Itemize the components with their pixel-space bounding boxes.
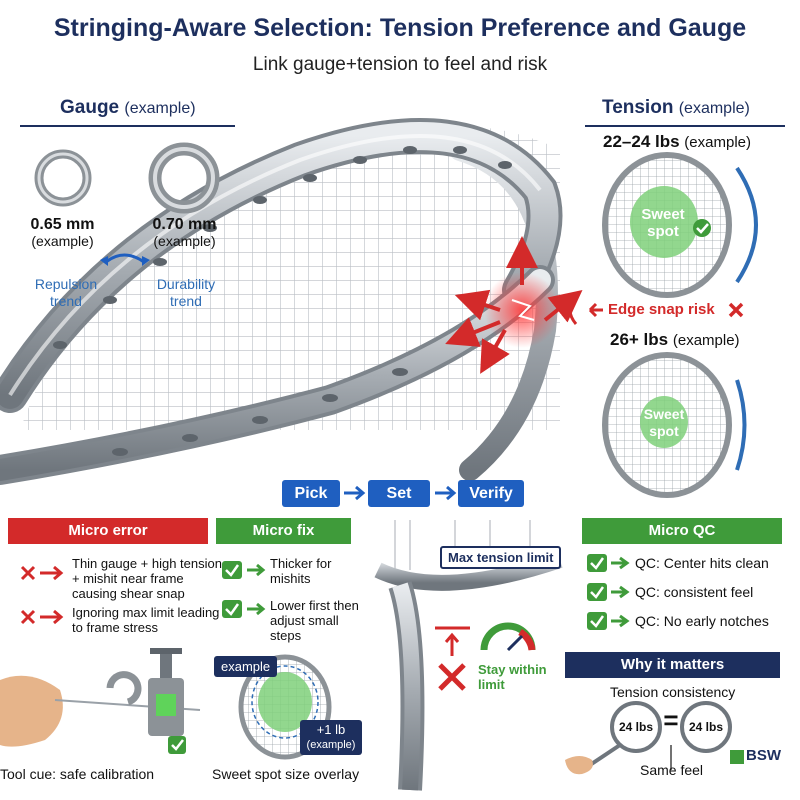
logo: BSW [746,747,781,764]
why-it-matters-heading: Why it matters [565,652,780,678]
tension-range-low-value: 22–24 lbs [603,132,680,151]
step-pick: Pick [282,480,340,507]
tension-range-low: 22–24 lbs (example) [603,132,751,152]
consistency-right-value: 24 lbs [688,720,724,734]
racket-head-high-tension [602,352,732,498]
thick-gauge-ring-icon [148,142,220,214]
micro-fix-item-1: Thicker for mishits [270,556,332,586]
step-verify: Verify [458,480,524,507]
thin-gauge-note: (example) [31,233,94,249]
micro-error-item-2: Ignoring max limit leading to frame stre… [72,605,220,635]
micro-fix-item-2: Lower first then adjust small steps [270,598,359,643]
qc-item-2: QC: consistent feel [635,584,754,600]
plus-one-lb-note: (example) [306,739,356,751]
durability-trend-label: Durability trend [156,276,216,309]
frame-grommets [53,146,512,349]
step-arrow-icon [435,485,457,501]
example-tag: example [214,656,278,677]
error-marker-icon [20,565,64,625]
tension-heading-text: Tension [602,97,674,118]
flex-curve-icon [735,166,758,284]
tension-heading-note: (example) [678,100,750,117]
tension-consistency-caption: Tension consistency [610,684,736,700]
tension-range-high-value: 26+ lbs [610,330,669,349]
plus-one-lb-value: +1 lb [316,722,346,737]
thin-gauge-value: 0.65 mm [30,216,95,233]
page-subtitle: Link gauge+tension to feel and risk [252,54,548,75]
racket-head-low-tension [602,152,732,298]
tension-gauge-icon [480,622,536,652]
tool-cue-caption: Tool cue: safe calibration [0,766,155,782]
tension-range-high: 26+ lbs (example) [610,330,740,350]
logo-mark-icon [730,750,744,764]
fix-check-icon [222,561,266,618]
micro-error-item-1: Thin gauge + high tension + mishit near … [72,556,222,601]
edge-snap-risk-label: Edge snap risk [608,301,715,318]
check-icon [693,219,711,237]
tension-divider [585,125,785,127]
qc-item-3: QC: No early notches [635,613,769,629]
swap-arrow-icon [105,253,145,264]
thick-gauge-note: (example) [153,233,216,249]
step-set: Set [368,480,430,507]
calibration-tool-icon [0,648,201,754]
sweet-spot-label-high: Sweet spot [643,406,685,439]
micro-fix-heading: Micro fix [216,518,351,544]
plus-one-lb-badge: +1 lb (example) [300,720,362,755]
gauge-divider [20,125,235,127]
qc-check-icon [587,554,630,630]
thin-gauge-label: 0.65 mm (example) [15,216,110,250]
micro-error-heading: Micro error [8,518,208,544]
gauge-heading: Gauge (example) [60,97,196,119]
repulsion-trend-label: Repulsion trend [34,276,98,309]
page-title: Stringing-Aware Selection: Tension Prefe… [53,14,747,42]
stay-within-limit-label: Stay within limit [478,662,547,692]
qc-item-1: QC: Center hits clean [635,555,769,571]
thin-gauge-ring-icon [34,149,92,207]
stress-zone-icon [445,236,583,374]
consistency-rackets [565,701,732,775]
same-feel-caption: Same feel [640,762,704,778]
tension-range-high-note: (example) [672,332,740,349]
thick-gauge-value: 0.70 mm [152,216,217,233]
cross-icon [728,302,744,318]
sweet-spot-label-low: Sweet spot [641,206,685,240]
tension-heading: Tension (example) [602,97,750,119]
thick-gauge-label: 0.70 mm (example) [137,216,232,250]
equals-sign: = [663,705,679,735]
sweet-spot-overlay-caption: Sweet spot size overlay [212,766,360,782]
gauge-heading-text: Gauge [60,97,120,118]
max-tension-callout: Max tension limit [440,546,562,569]
gauge-heading-note: (example) [124,100,196,117]
big-cross-icon [438,663,466,691]
consistency-left-value: 24 lbs [618,720,654,734]
tension-range-low-note: (example) [684,134,751,151]
micro-qc-heading: Micro QC [582,518,782,544]
step-arrow-icon [344,485,366,501]
